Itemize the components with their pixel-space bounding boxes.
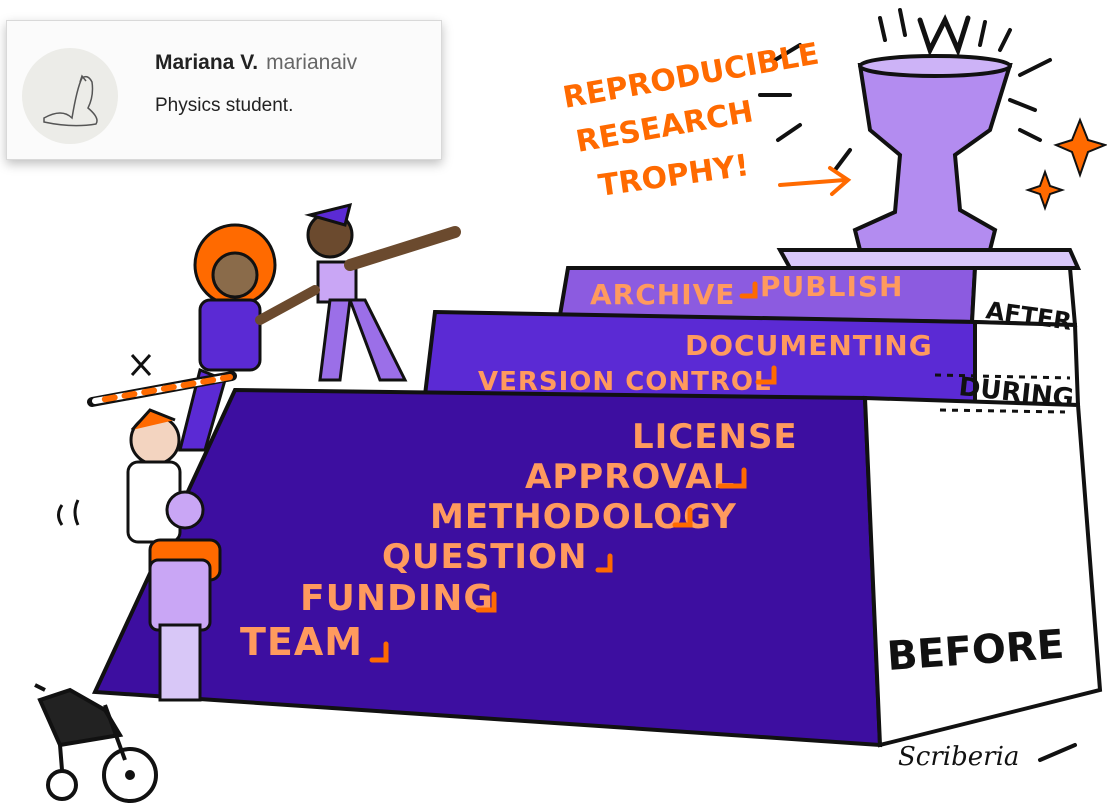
avatar[interactable] bbox=[22, 48, 118, 144]
step-methodology: METHODOLOGY bbox=[430, 497, 737, 537]
arrow-icon bbox=[778, 166, 852, 196]
barrier-icon bbox=[87, 353, 237, 407]
step-arrows-icon bbox=[369, 281, 777, 663]
trophy-label: REPRODUCIBLE RESEARCH TROPHY! bbox=[560, 36, 821, 204]
step-documenting: DOCUMENTING bbox=[685, 329, 933, 362]
name-row: Mariana V. marianaiv bbox=[155, 51, 357, 75]
svg-text:Scriberia: Scriberia bbox=[898, 742, 1019, 772]
profile-handle[interactable]: marianaiv bbox=[266, 51, 358, 74]
profile-card[interactable]: Mariana V. marianaiv Physics student. bbox=[6, 20, 442, 160]
step-approval: APPROVAL bbox=[525, 457, 735, 497]
signature: Scriberia bbox=[898, 742, 1077, 772]
before-tier-side bbox=[862, 395, 1103, 748]
step-license: LICENSE bbox=[632, 417, 798, 457]
person-figure-icon bbox=[126, 202, 461, 702]
wheelchair-icon bbox=[34, 683, 158, 803]
step-team: TEAM bbox=[240, 620, 363, 664]
trophy-icon bbox=[776, 54, 1082, 270]
step-publish: PUBLISH bbox=[760, 270, 903, 303]
sparkle-icon bbox=[1024, 117, 1107, 211]
step-funding: FUNDING bbox=[300, 578, 494, 619]
sparkle-lines-icon bbox=[758, 8, 1052, 172]
motion-lines-icon bbox=[57, 499, 80, 526]
step-version-control: VERSION CONTROL bbox=[478, 367, 772, 397]
step-archive: ARCHIVE bbox=[590, 278, 735, 311]
profile-bio: Physics student. bbox=[155, 95, 294, 116]
avatar-sketch-icon bbox=[43, 74, 98, 127]
step-question: QUESTION bbox=[382, 537, 587, 577]
svg-text:TROPHY!: TROPHY! bbox=[596, 148, 751, 204]
profile-name[interactable]: Mariana V. bbox=[155, 51, 259, 74]
